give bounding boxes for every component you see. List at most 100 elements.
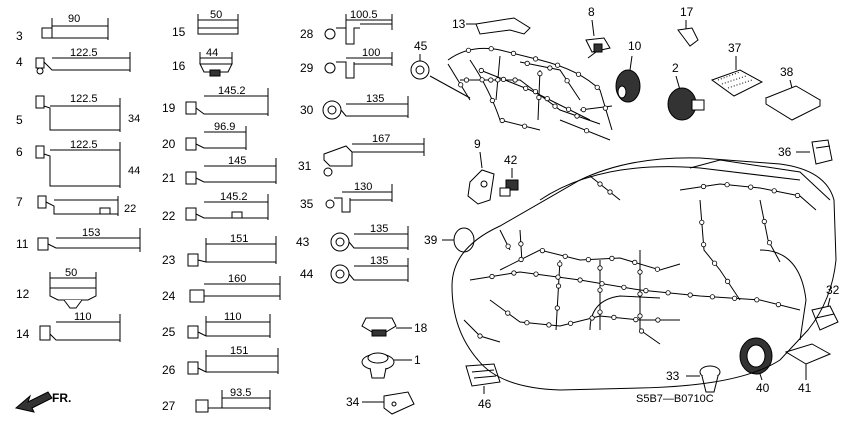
- ref-label: 27: [162, 399, 176, 413]
- harness-connector-dot: [574, 113, 580, 119]
- part-33[interactable]: 33: [666, 365, 721, 393]
- dim-label: 44: [206, 47, 218, 59]
- clip-5[interactable]: 5 122.5 34: [16, 93, 140, 132]
- part-40[interactable]: 38: [764, 65, 822, 121]
- harness-connector-dot: [655, 317, 661, 323]
- dim-label: 122.5: [70, 93, 98, 105]
- part-1[interactable]: 1: [361, 352, 421, 379]
- harness-connector-dot: [547, 65, 553, 71]
- clip-14[interactable]: 14 110: [16, 311, 121, 342]
- main-harness-assembly: [429, 46, 613, 141]
- ref-label: 26: [162, 363, 176, 377]
- dim-label: 90: [68, 13, 80, 25]
- clip-6[interactable]: 6 122.5 44: [16, 139, 140, 188]
- harness-connector-dot: [611, 314, 617, 320]
- harness-connector-dot: [489, 273, 495, 280]
- part-46[interactable]: 46: [465, 363, 501, 411]
- dim2-label: 22: [124, 203, 136, 215]
- harness-connector-dot: [597, 181, 603, 187]
- harness-connector-dot: [500, 76, 507, 83]
- ref-label: 5: [16, 113, 23, 127]
- harness-connector-dot: [495, 77, 501, 83]
- part-36[interactable]: 36: [778, 139, 833, 165]
- ref-label: 20: [162, 137, 176, 151]
- harness-connector-dot: [565, 106, 572, 112]
- harness-connector-dot: [724, 182, 730, 188]
- harness-connector-dot: [607, 189, 613, 195]
- clip-11[interactable]: 11 153: [16, 227, 141, 252]
- part-17[interactable]: 17: [677, 5, 699, 47]
- part-41[interactable]: 41: [784, 343, 832, 395]
- clip-27[interactable]: 27 93.5: [162, 387, 271, 413]
- clip-16[interactable]: 16 44: [172, 47, 233, 77]
- clip-29[interactable]: 29 100: [300, 47, 393, 79]
- clip-30[interactable]: 30 135: [300, 93, 409, 120]
- dim-label: 151: [230, 345, 248, 357]
- clip-4[interactable]: 4 122.5: [16, 47, 131, 75]
- ref-label: 12: [16, 287, 30, 301]
- harness-connector-dot: [479, 77, 485, 83]
- harness-connector-dot: [518, 256, 524, 263]
- clip-31[interactable]: 31 167: [298, 133, 425, 177]
- part-38[interactable]: 40: [739, 337, 773, 395]
- clip-15[interactable]: 15 50: [172, 9, 239, 39]
- part-32[interactable]: 32: [811, 283, 840, 331]
- harness-connector-dot: [524, 60, 530, 67]
- part-9[interactable]: 9: [467, 137, 495, 205]
- harness-connector-dot: [499, 117, 505, 124]
- dim-label: 100.5: [350, 9, 378, 21]
- dim-label: 135: [366, 93, 384, 105]
- ref-label: 11: [16, 237, 29, 251]
- ref-label: 3: [16, 29, 23, 43]
- ref-label: 1: [414, 353, 421, 367]
- ref-label: 39: [424, 233, 438, 247]
- harness-connector-dot: [511, 270, 517, 276]
- clip-23[interactable]: 23 151: [162, 233, 277, 267]
- part-39[interactable]: 37: [710, 41, 764, 97]
- clip-43[interactable]: 43 135: [296, 223, 409, 252]
- harness-connector-dot: [632, 259, 638, 265]
- clip-19[interactable]: 19 145.2: [162, 85, 269, 116]
- part-45[interactable]: 45: [410, 39, 430, 80]
- part-34[interactable]: 34: [346, 391, 415, 415]
- harness-connector-dot: [477, 333, 483, 339]
- harness-connector-dot: [546, 322, 552, 328]
- clip-24[interactable]: 24 160: [162, 273, 281, 303]
- harness-connector-dot: [564, 78, 570, 84]
- part-42[interactable]: 42: [499, 153, 519, 197]
- harness-connector-dot: [521, 123, 528, 129]
- part-2[interactable]: 2: [667, 61, 705, 121]
- clip-22[interactable]: 22 145.2: [162, 191, 269, 223]
- clip-3[interactable]: 3 90: [16, 13, 109, 43]
- harness-connector-dot: [633, 316, 639, 323]
- ref-label: 14: [16, 327, 30, 341]
- part-13[interactable]: 13: [452, 17, 531, 35]
- harness-connector-dot: [465, 47, 472, 53]
- clip-20[interactable]: 20 96.9: [162, 121, 247, 151]
- dim-label: 100: [362, 47, 380, 59]
- part-37[interactable]: 39: [424, 227, 475, 253]
- clip-7[interactable]: 7 22: [16, 195, 136, 216]
- harness-connector-dot: [699, 219, 705, 225]
- harness-connector-dot: [585, 256, 592, 263]
- harness-connector-dot: [643, 287, 649, 294]
- clip-28[interactable]: 28 100.5: [300, 9, 393, 45]
- ref-label: 31: [298, 159, 312, 173]
- harness-connector-dot: [597, 287, 603, 293]
- clip-26[interactable]: 26 151: [162, 345, 279, 377]
- clip-25[interactable]: 25 110: [162, 311, 271, 339]
- harness-connector-dot: [505, 310, 511, 316]
- ref-label: 23: [162, 253, 176, 267]
- harness-connector-dot: [700, 183, 707, 190]
- clip-21[interactable]: 21 145: [162, 155, 277, 185]
- clip-12[interactable]: 12 50: [16, 267, 97, 309]
- clip-44[interactable]: 44 135: [300, 255, 409, 284]
- part-18[interactable]: 18: [361, 317, 428, 337]
- clip-35[interactable]: 35 130: [300, 181, 393, 213]
- harness-connector-dot: [594, 84, 600, 90]
- part-8[interactable]: 8: [585, 5, 611, 53]
- harness-connector-dot: [523, 85, 529, 91]
- harness-connector-dot: [518, 241, 524, 247]
- part-10[interactable]: 10: [615, 39, 642, 103]
